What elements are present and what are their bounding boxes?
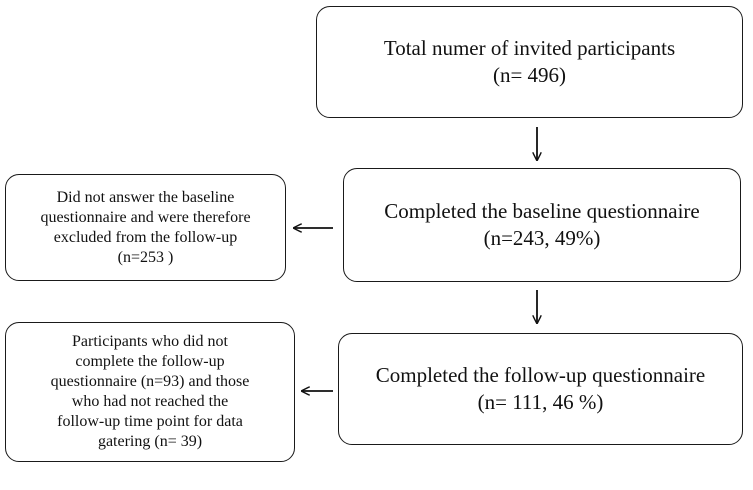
baseline-completed-label: Completed the baseline questionnaire [384,199,700,223]
total-invited-count: (n= 496) [492,63,567,87]
excluded-text-line: questionnaire and were therefore [40,208,251,226]
excluded-text-line: Did not answer the baseline [56,188,235,206]
not-completed-box: Participants who did not complete the fo… [5,322,295,462]
total-invited-label: Total numer of invited participants [383,36,676,60]
excluded-box: Did not answer the baseline questionnair… [5,174,286,281]
excluded-count: (n=253 ) [117,248,174,266]
baseline-completed-count: (n=243, 49%) [483,226,601,250]
excluded-text-line: excluded from the follow-up [53,228,238,246]
not-completed-text-line: gatering (n= 39) [97,433,203,450]
followup-completed-box: Completed the follow-up questionnaire (n… [338,333,743,445]
not-completed-text-line: complete the follow-up [75,353,225,370]
total-invited-box: Total numer of invited participants (n= … [316,6,743,118]
followup-completed-label: Completed the follow-up questionnaire [375,363,706,387]
not-completed-text-line: Participants who did not [72,333,228,350]
baseline-completed-box: Completed the baseline questionnaire (n=… [343,168,741,282]
not-completed-text-line: who had not reached the [71,393,229,410]
followup-completed-count: (n= 111, 46 %) [477,390,604,414]
not-completed-text-line: questionnaire (n=93) and those [50,373,250,390]
not-completed-text-line: follow-up time point for data [57,413,243,430]
